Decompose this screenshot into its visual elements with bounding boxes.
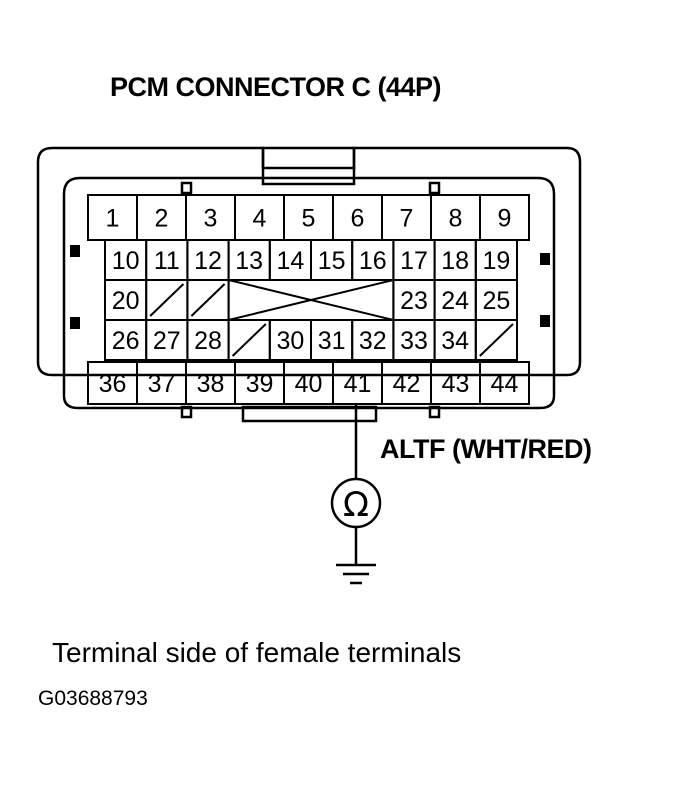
terminal-number-1: 1 <box>106 205 120 233</box>
connector-key-bar <box>241 405 378 423</box>
terminal-number-10: 10 <box>112 247 140 275</box>
terminal-number-39: 39 <box>246 370 274 398</box>
terminal-number-44: 44 <box>491 370 519 398</box>
terminal-number-23: 23 <box>400 287 428 315</box>
terminal-number-30: 30 <box>276 327 304 355</box>
terminal-number-5: 5 <box>302 205 316 233</box>
terminal-number-25: 25 <box>482 287 510 315</box>
terminal-number-6: 6 <box>351 205 365 233</box>
figure-id: G03688793 <box>38 687 148 710</box>
blank-cell-slash <box>149 283 185 317</box>
terminal-number-42: 42 <box>393 370 421 398</box>
terminal-cell <box>479 361 530 405</box>
terminal-number-36: 36 <box>99 370 127 398</box>
blank-cell-slash <box>190 283 226 317</box>
wire-label: ALTF (WHT/RED) <box>380 434 592 464</box>
terminal-number-11: 11 <box>154 247 180 275</box>
terminal-number-37: 37 <box>148 370 176 398</box>
terminal-number-7: 7 <box>400 205 414 233</box>
terminal-number-40: 40 <box>295 370 323 398</box>
terminal-number-31: 31 <box>318 327 346 355</box>
connector-latch <box>261 146 356 186</box>
terminal-number-2: 2 <box>155 205 169 233</box>
terminal-number-16: 16 <box>359 247 387 275</box>
blank-cell-slash <box>231 323 267 357</box>
terminal-number-13: 13 <box>235 247 263 275</box>
terminal-number-18: 18 <box>441 247 469 275</box>
diagram-title: PCM CONNECTOR C (44P) <box>110 72 442 102</box>
terminal-number-17: 17 <box>400 247 428 275</box>
terminal-number-27: 27 <box>153 327 181 355</box>
terminal-number-34: 34 <box>441 327 469 355</box>
terminal-number-4: 4 <box>253 205 267 233</box>
caption: Terminal side of female terminals <box>52 637 462 668</box>
terminal-number-28: 28 <box>194 327 222 355</box>
blank-cell-slash <box>479 323 514 357</box>
terminal-number-26: 26 <box>112 327 140 355</box>
terminal-number-3: 3 <box>204 205 218 233</box>
terminal-number-9: 9 <box>498 205 512 233</box>
terminal-number-38: 38 <box>197 370 225 398</box>
terminal-number-41: 41 <box>344 370 372 398</box>
blank-terminal-cell <box>474 319 518 361</box>
terminal-number-43: 43 <box>442 370 470 398</box>
terminal-number-15: 15 <box>318 247 346 275</box>
connector-inner-housing <box>62 176 556 410</box>
terminal-number-8: 8 <box>449 205 463 233</box>
terminal-number-32: 32 <box>359 327 387 355</box>
terminal-number-14: 14 <box>276 247 304 275</box>
blank-block-cross <box>228 279 394 321</box>
terminal-number-24: 24 <box>441 287 469 315</box>
terminal-number-19: 19 <box>482 247 510 275</box>
blank-terminal-cell <box>227 319 271 361</box>
terminal-number-20: 20 <box>112 287 140 315</box>
ohm-symbol: Ω <box>343 485 369 525</box>
terminal-number-12: 12 <box>194 247 222 275</box>
terminal-number-33: 33 <box>400 327 428 355</box>
connector-outer-shell <box>36 146 582 377</box>
blank-block <box>227 279 395 321</box>
